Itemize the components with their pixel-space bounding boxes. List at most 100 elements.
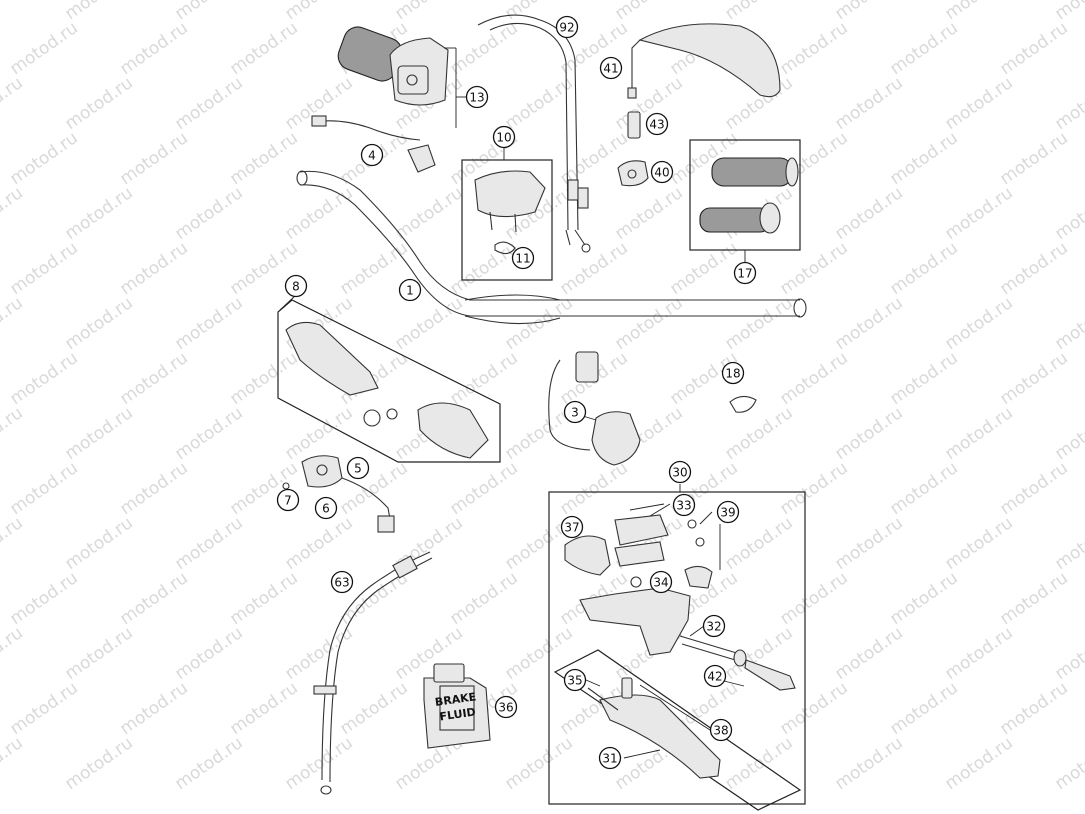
watermark-text: motod.ru xyxy=(226,678,301,739)
watermark-text: motod.ru xyxy=(171,733,246,794)
callout-17: 17 xyxy=(733,261,757,285)
watermark-text: motod.ru xyxy=(171,0,246,24)
throttle-grip-assembly xyxy=(337,26,466,128)
watermark-text: motod.ru xyxy=(116,458,191,519)
watermark-text: motod.ru xyxy=(446,348,521,409)
callout-number: 5 xyxy=(354,462,362,476)
watermark-text: motod.ru xyxy=(831,623,906,684)
watermark-text: motod.ru xyxy=(831,183,906,244)
watermark-text: motod.ru xyxy=(831,0,906,24)
watermark-text: motod.ru xyxy=(116,568,191,629)
watermark-text: motod.ru xyxy=(61,0,136,24)
callout-63: 63 xyxy=(330,570,354,594)
watermark-text: motod.ru xyxy=(886,348,961,409)
left-switch-part xyxy=(282,455,395,533)
watermark-text: motod.ru xyxy=(831,73,906,134)
watermark-text: motod.ru xyxy=(1051,183,1085,244)
watermark-text: motod.ru xyxy=(171,183,246,244)
watermark-text: motod.ru xyxy=(171,513,246,574)
watermark-text: motod.ru xyxy=(6,348,81,409)
grips-frame xyxy=(689,139,801,262)
watermark-text: motod.ru xyxy=(336,678,411,739)
callout-10: 10 xyxy=(492,125,516,149)
watermark-text: motod.ru xyxy=(1051,513,1085,574)
callout-circle xyxy=(360,143,384,167)
watermark-text: motod.ru xyxy=(116,238,191,299)
callout-30: 30 xyxy=(668,460,692,484)
callout-number: 32 xyxy=(706,620,721,634)
watermark-text: motod.ru xyxy=(446,458,521,519)
callout-31: 31 xyxy=(598,746,622,770)
callout-40: 40 xyxy=(650,160,674,184)
watermark-text: motod.ru xyxy=(6,238,81,299)
watermark-text: motod.ru xyxy=(776,458,851,519)
watermark-text: motod.ru xyxy=(226,128,301,189)
callouts: 1345678101113171830313233343536373839404… xyxy=(276,15,757,770)
watermark-text: motod.ru xyxy=(721,513,796,574)
callout-number: 33 xyxy=(676,499,691,513)
callout-number: 7 xyxy=(284,494,292,508)
watermark-text: motod.ru xyxy=(886,238,961,299)
callout-37: 37 xyxy=(560,515,584,539)
watermark-text: motod.ru xyxy=(0,73,27,134)
watermark-text: motod.ru xyxy=(281,0,356,24)
watermark-text: motod.ru xyxy=(446,18,521,79)
callout-number: 10 xyxy=(496,131,511,145)
master-cylinder-frame xyxy=(548,484,806,811)
watermark-text: motod.ru xyxy=(886,128,961,189)
watermark-text: motod.ru xyxy=(6,458,81,519)
watermark-text: motod.ru xyxy=(611,293,686,354)
watermark-text: motod.ru xyxy=(281,183,356,244)
watermark-text: motod.ru xyxy=(446,238,521,299)
watermark-text: motod.ru xyxy=(666,238,741,299)
watermark-text: motod.ru xyxy=(61,183,136,244)
watermark-text: motod.ru xyxy=(1051,623,1085,684)
bottle-label-line1: BRAKE xyxy=(434,690,477,709)
callout-number: 18 xyxy=(725,367,740,381)
watermark-text: motod.ru xyxy=(0,183,27,244)
watermark-text: motod.ru xyxy=(171,293,246,354)
callout-circle xyxy=(649,570,673,594)
watermark-text: motod.ru xyxy=(501,733,576,794)
bottle-label-line2: FLUID xyxy=(439,705,477,723)
callout-circle xyxy=(563,668,587,692)
watermark-text: motod.ru xyxy=(556,238,631,299)
callout-35: 35 xyxy=(563,668,587,692)
watermark-text: motod.ru xyxy=(996,128,1071,189)
watermark-text: motod.ru xyxy=(831,733,906,794)
callout-34: 34 xyxy=(649,570,673,594)
callout-circle xyxy=(314,496,338,520)
watermark-text: motod.ru xyxy=(0,293,27,354)
callout-circle xyxy=(492,125,516,149)
watermark-text: motod.ru xyxy=(171,403,246,464)
watermark-text: motod.ru xyxy=(281,623,356,684)
watermark-text: motod.ru xyxy=(391,293,466,354)
callout-39: 39 xyxy=(716,500,740,524)
callout-circle xyxy=(672,493,696,517)
watermark-text: motod.ru xyxy=(556,458,631,519)
callout-number: 13 xyxy=(469,91,484,105)
watermark-text: motod.ru xyxy=(0,733,27,794)
watermark-text: motod.ru xyxy=(0,0,27,24)
watermark-text: motod.ru xyxy=(226,348,301,409)
callout-circle xyxy=(703,664,727,688)
mirror xyxy=(627,23,781,99)
watermark-text: motod.ru xyxy=(941,623,1016,684)
callout-number: 42 xyxy=(707,670,722,684)
watermark-text: motod.ru xyxy=(61,733,136,794)
callout-circle xyxy=(398,278,422,302)
callout-13: 13 xyxy=(465,85,489,109)
watermark-text: motod.ru xyxy=(0,403,27,464)
watermark-text: motod.ru xyxy=(996,458,1071,519)
watermark-text: motod.ru xyxy=(776,238,851,299)
callout-5: 5 xyxy=(346,456,370,480)
watermark-text: motod.ru xyxy=(886,568,961,629)
watermark-text: motod.ru xyxy=(831,403,906,464)
callout-circle xyxy=(511,246,535,270)
watermark-text: motod.ru xyxy=(941,183,1016,244)
watermark-text: motod.ru xyxy=(61,403,136,464)
watermark-text: motod.ru xyxy=(116,348,191,409)
watermark-text: motod.ru xyxy=(776,568,851,629)
